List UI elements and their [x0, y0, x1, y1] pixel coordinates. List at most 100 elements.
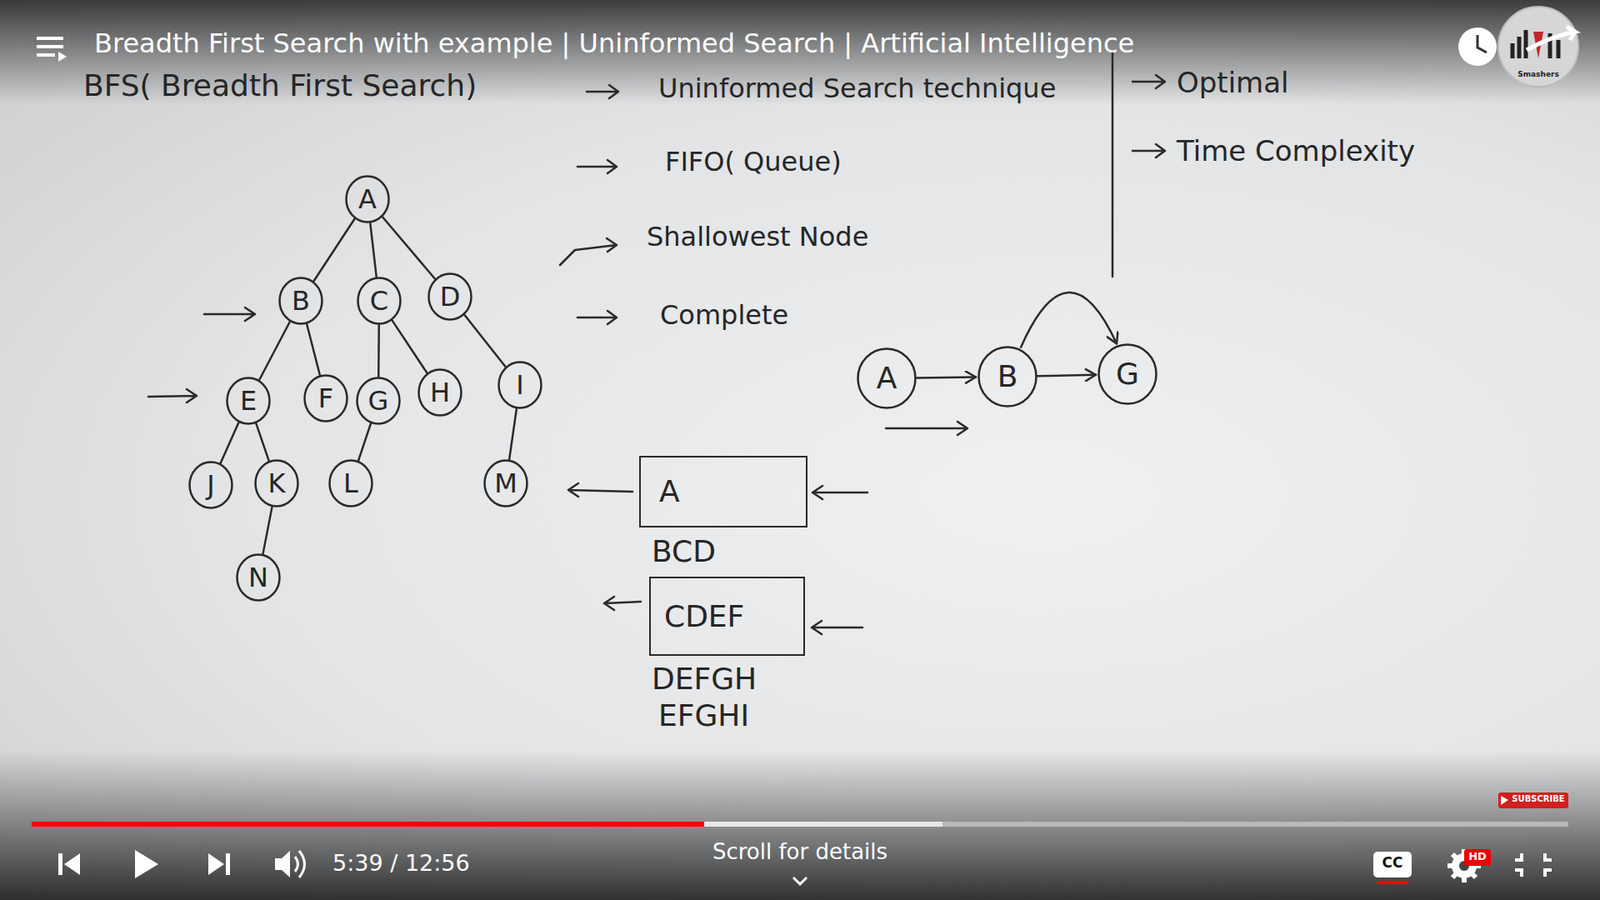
- node-circle: [190, 462, 233, 509]
- node-text-holder: C: [370, 285, 389, 317]
- tree-node: F: [303, 374, 349, 423]
- node-circle: [485, 460, 528, 507]
- node-text-holder: G: [1115, 356, 1140, 391]
- tree-node: K: [254, 459, 300, 508]
- enqueue-arrow: [812, 485, 868, 500]
- node-circle: [280, 278, 323, 325]
- node-label: M: [494, 468, 518, 500]
- tree-edge: [465, 315, 506, 367]
- captions-icon: [1373, 851, 1412, 878]
- tree-node: B: [977, 345, 1038, 408]
- tree-edge: [259, 321, 290, 380]
- next-icon: [225, 853, 230, 875]
- tree-node: L: [328, 459, 374, 508]
- tree-edge: [377, 325, 380, 377]
- tree-node: M: [483, 459, 529, 508]
- node-label: A: [876, 360, 898, 395]
- node-text-holder: I: [515, 370, 524, 401]
- node-label: CDEF: [664, 599, 745, 634]
- node-circle: [330, 460, 373, 507]
- node-text-holder: D: [440, 281, 461, 313]
- curved-arrow: [1020, 292, 1117, 348]
- tree-edge: [314, 219, 355, 282]
- captions-on-bar: [1376, 880, 1409, 885]
- note-text: Time Complexity: [1176, 135, 1415, 168]
- node-text-holder: B: [291, 285, 310, 317]
- tree-edge: [306, 324, 320, 375]
- tree-node: B: [278, 276, 324, 325]
- tree-node: A: [856, 347, 917, 410]
- node-text-holder: J: [206, 470, 215, 501]
- node-circle: [499, 362, 542, 409]
- bullet-arrow: [1132, 75, 1165, 89]
- previous-icon: [58, 853, 63, 875]
- progress-played: [31, 821, 705, 827]
- tree-node: C: [356, 276, 402, 325]
- node-circle: [979, 347, 1037, 407]
- tree-edge: [255, 423, 269, 461]
- node-circle: [1099, 345, 1157, 405]
- tree-node: N: [235, 553, 281, 602]
- bullet-arrow: [1132, 144, 1165, 158]
- subscribe-play: [1500, 795, 1509, 805]
- scroll-hint: Scroll for details: [712, 840, 888, 865]
- node-label: L: [343, 468, 359, 500]
- node-circle: [858, 349, 916, 409]
- tree-edge: [358, 423, 371, 460]
- channel-logo: [1498, 6, 1579, 87]
- level-arrow: [204, 307, 255, 321]
- dequeue-arrow: [568, 483, 633, 497]
- level-arrow: [148, 389, 197, 403]
- node-label: H: [430, 377, 450, 409]
- node-text-holder: A: [659, 474, 680, 509]
- title-shade: [0, 0, 1600, 105]
- time-display: 5:39 / 12:56: [332, 850, 470, 876]
- note-text: Optimal: [1176, 66, 1290, 100]
- node-label: C: [370, 285, 389, 317]
- tree-node: D: [427, 272, 473, 321]
- divider-line: [1111, 51, 1115, 277]
- chevron-icon: [793, 877, 807, 885]
- tree-node: I: [497, 360, 543, 410]
- node-circle: [429, 274, 472, 320]
- heading-text: BFS( Breadth First Search): [83, 68, 477, 103]
- volume-icon: [275, 850, 290, 878]
- node-circle: [357, 378, 400, 425]
- hd-text: HD: [1468, 850, 1487, 864]
- watch-later-icon: [1458, 27, 1497, 66]
- node-circle: [227, 378, 270, 425]
- hd-badge: [1464, 849, 1491, 866]
- node-text-holder: H: [430, 377, 450, 409]
- exit-fullscreen-icon: [1515, 853, 1552, 877]
- node-label: N: [248, 562, 269, 594]
- play-icon: [135, 850, 159, 879]
- tree-node: E: [225, 376, 271, 425]
- tree-edge: [220, 422, 240, 464]
- tree-edge: [382, 216, 435, 279]
- share-arrow: [1526, 26, 1575, 50]
- node-label: K: [268, 468, 286, 500]
- previous-icon: [64, 853, 80, 875]
- node-circle: [255, 460, 299, 507]
- note-text: Uninformed Search technique: [658, 73, 1056, 105]
- tree-edge: [370, 223, 376, 277]
- node-label: A: [358, 184, 377, 215]
- node-text-holder: F: [318, 383, 334, 415]
- node-label: G: [1115, 356, 1140, 391]
- node-label: E: [240, 385, 257, 417]
- node-label: B: [291, 285, 310, 317]
- note-text: FIFO( Queue): [665, 146, 842, 178]
- playlist-icon: [36, 53, 55, 57]
- bullet-arrow: [577, 160, 617, 174]
- bullet-arrow: [586, 85, 619, 99]
- tree-node: A: [345, 175, 390, 224]
- node-text-holder: N: [248, 562, 269, 594]
- logo-text: Smashers: [1517, 70, 1560, 79]
- enqueue-arrow: [811, 620, 863, 635]
- queue-box: CDEF: [649, 576, 805, 656]
- queue-state: DEFGH: [651, 661, 757, 696]
- node-label: I: [515, 370, 524, 401]
- subscribe-text: SUBSCRIBE: [1511, 794, 1565, 805]
- playlist-icon: [58, 51, 67, 62]
